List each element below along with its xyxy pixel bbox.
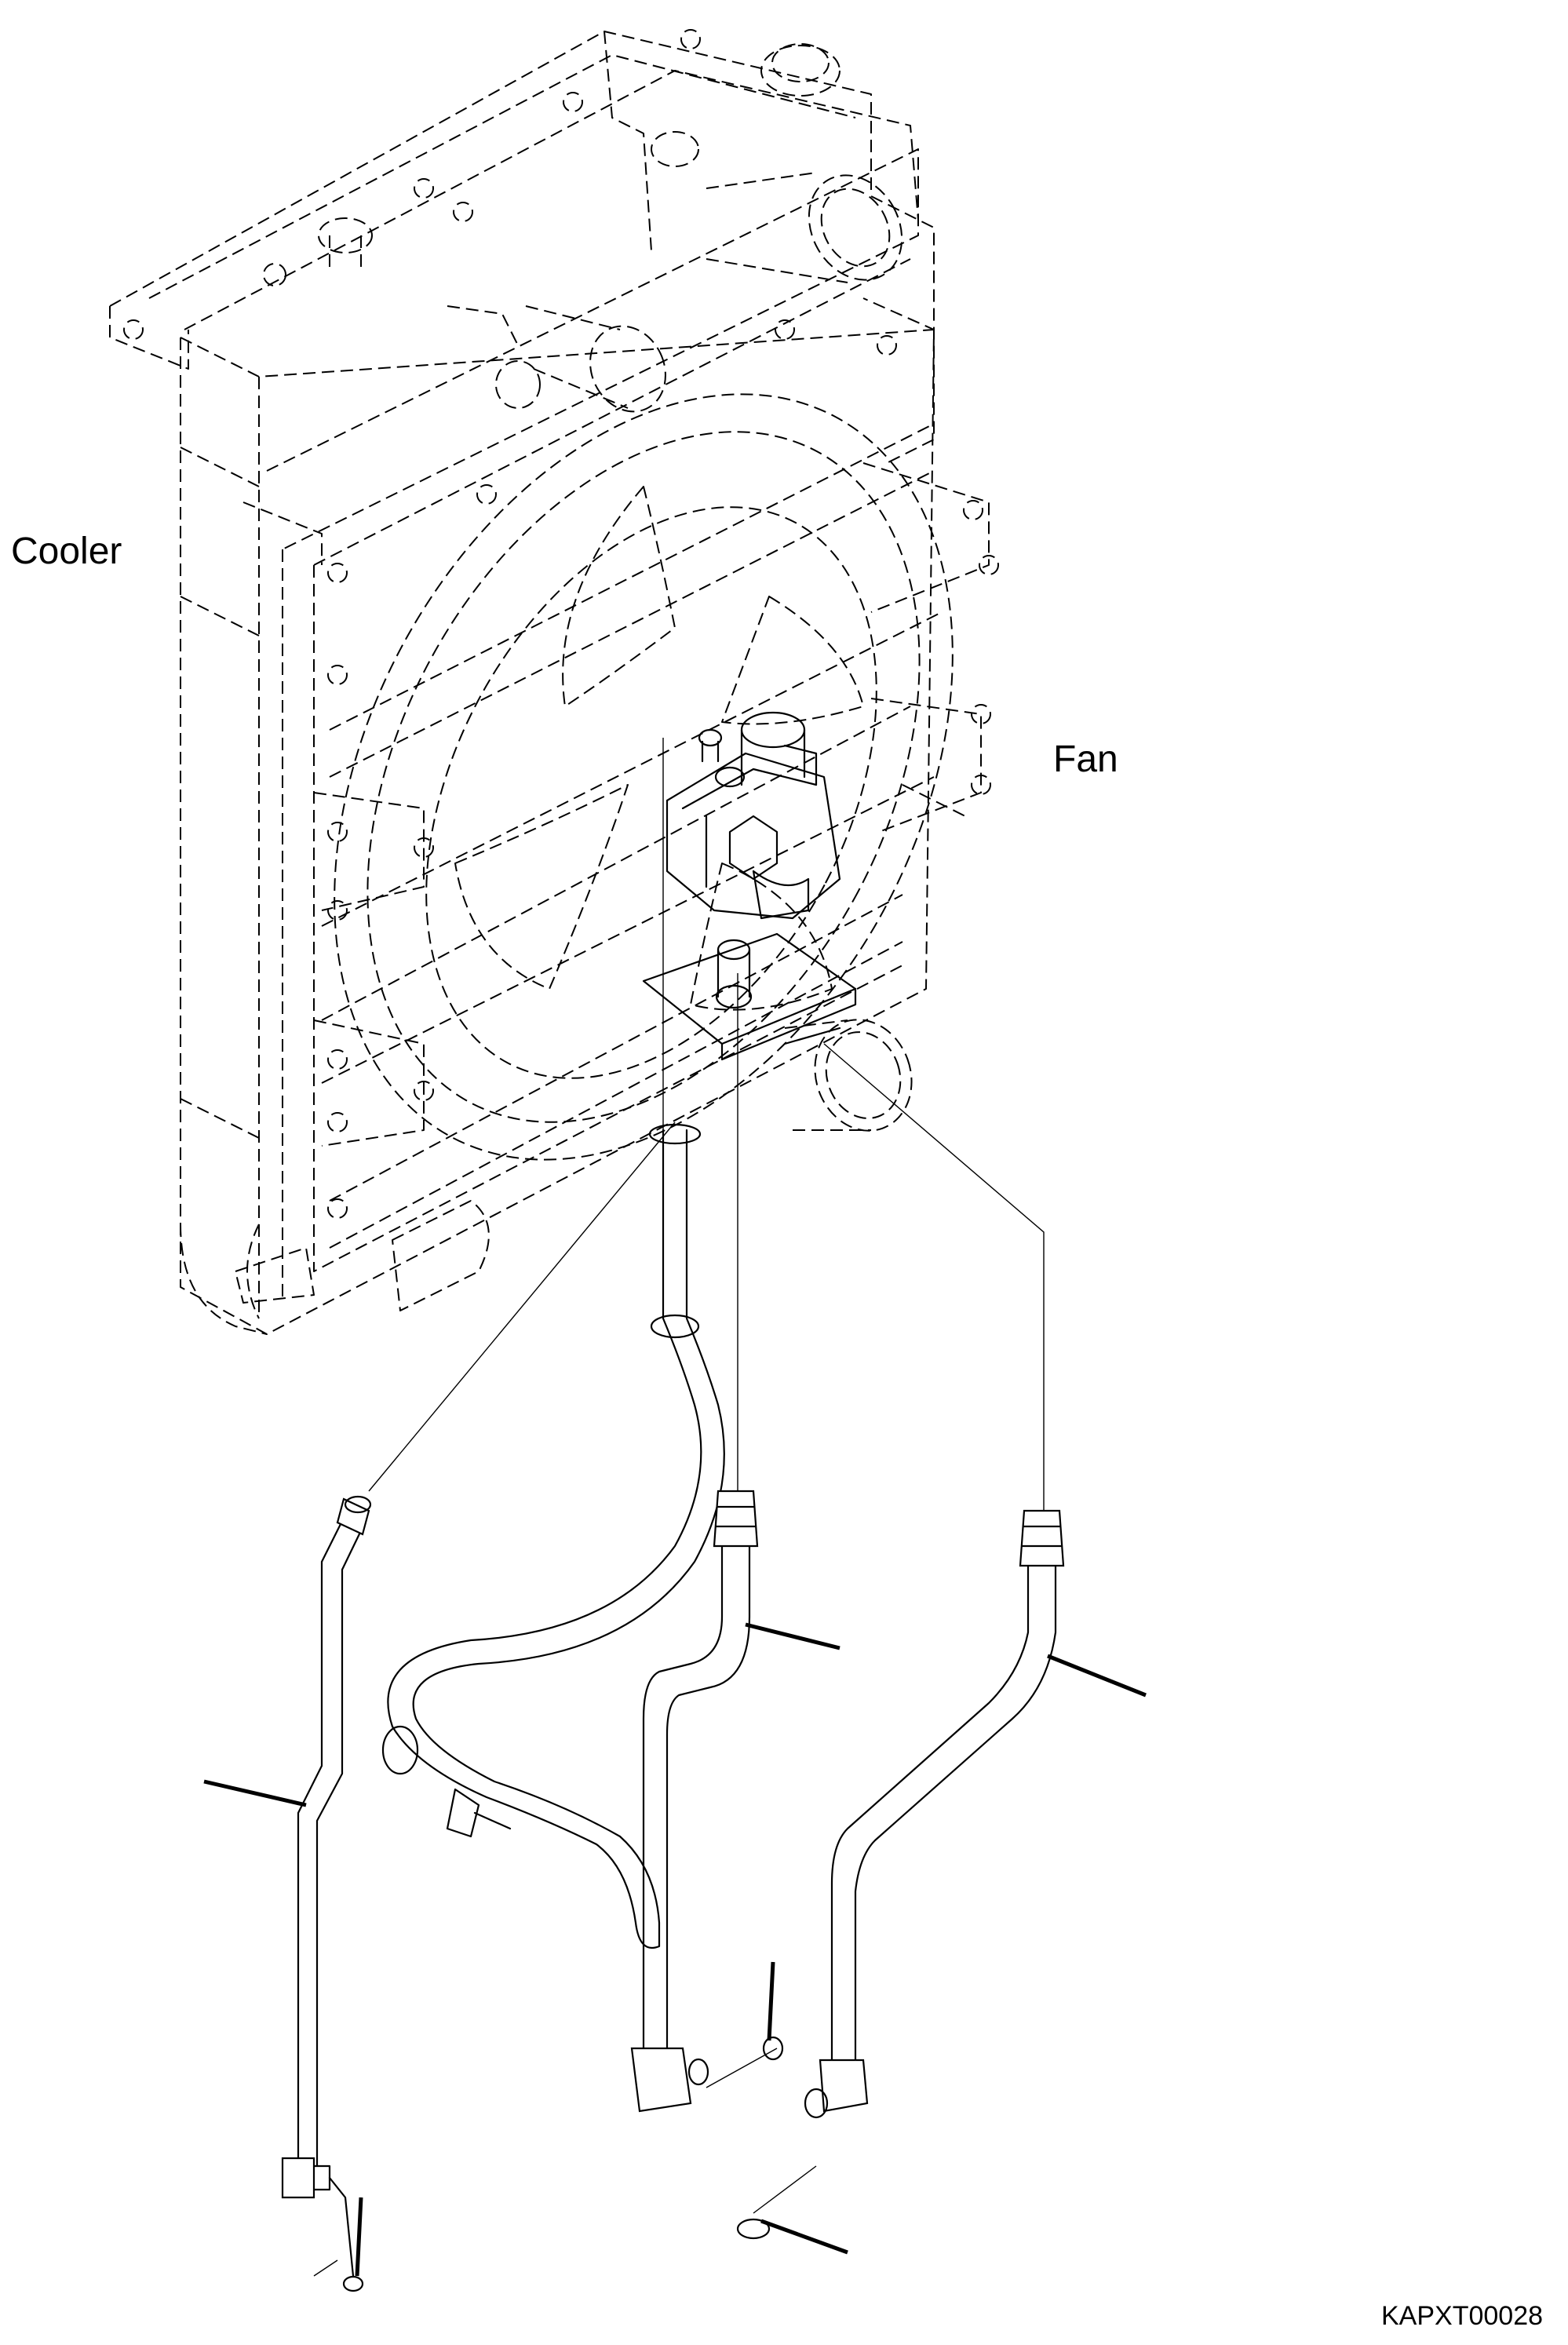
callout-leaders [203,1622,1147,2277]
cooler-label: Cooler [11,531,122,572]
fan-motor [642,711,857,1061]
flexible-hose [381,1123,725,1949]
fan-label: Fan [1053,739,1118,780]
pipe-left [281,1495,372,2292]
drawing-code: KAPXT00028 [1381,2301,1544,2331]
connection-lines [313,738,1045,2277]
pipe-right [736,1509,1065,2240]
pipe-middle [630,1490,784,2113]
cooler-assembly [109,29,999,1335]
